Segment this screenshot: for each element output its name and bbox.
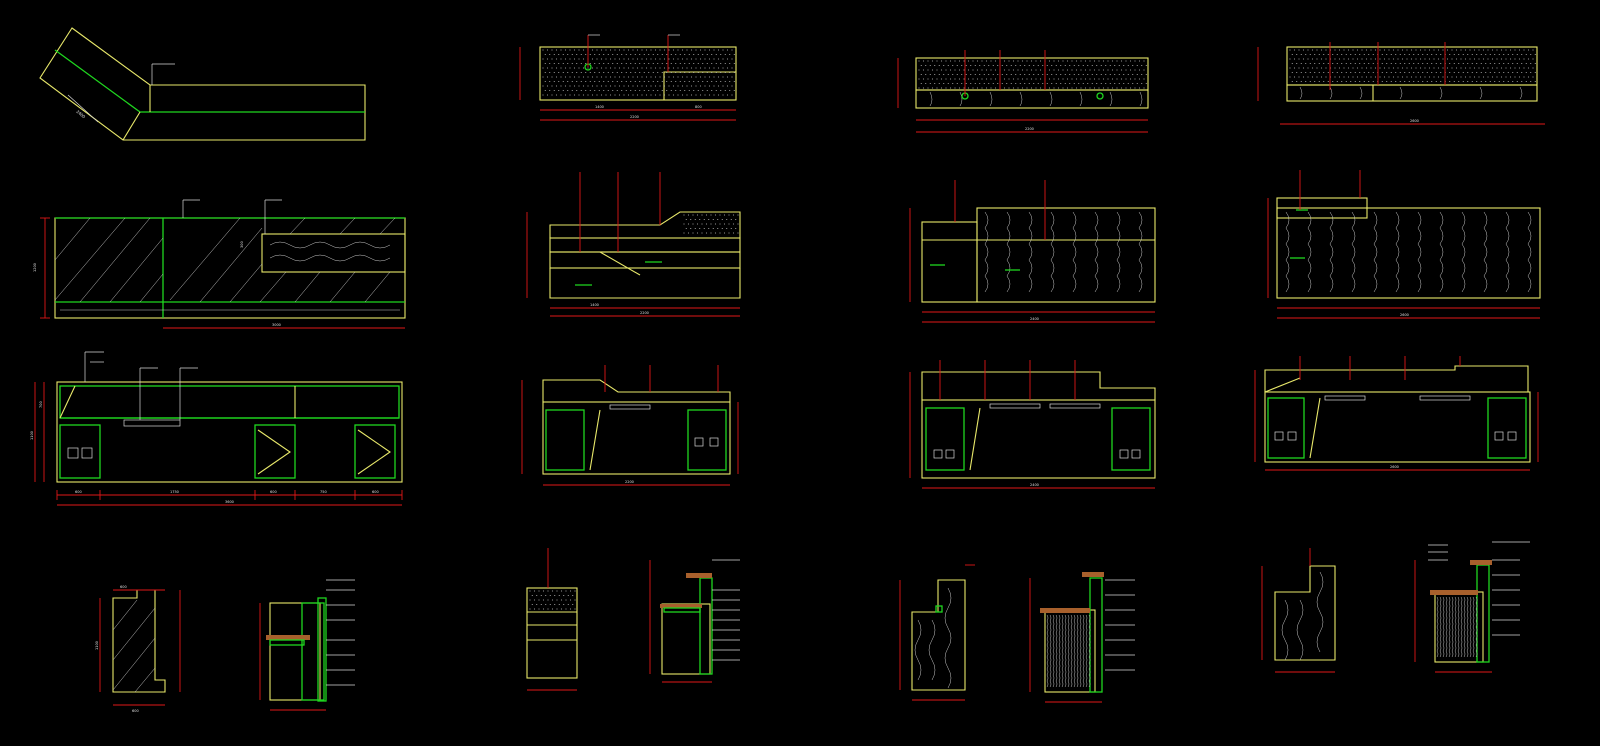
section-view-1a: 600 600 1100 [95, 585, 181, 713]
col2-mid-seg1: 1400 [590, 303, 599, 307]
plan-hatched-view: 3000 1200 300 [33, 199, 406, 329]
section1a-w: 600 [120, 585, 127, 589]
plan-angle-dim: 2400 [75, 109, 86, 120]
col2-mid-total: 2200 [640, 311, 649, 315]
top-elevation-3: 2200 [897, 50, 1149, 133]
col3-mid-total: 2400 [1030, 317, 1039, 321]
elev1-seg-1: 600 [75, 490, 82, 494]
section-view-1b [259, 579, 355, 711]
section1a-h: 1100 [95, 641, 99, 650]
front-elevation-4: 2600 [1254, 356, 1539, 471]
elev1-seg-5: 600 [372, 490, 379, 494]
section-view-3a [899, 564, 975, 701]
angled-plan-view: 2400 [39, 27, 366, 141]
elev1-left-1: 700 [39, 401, 43, 408]
section-view-2b [649, 559, 740, 683]
front-elevation-2: 2200 [521, 365, 739, 486]
elev1-seg-3: 600 [270, 490, 277, 494]
section-view-2a [526, 548, 578, 691]
elev1-seg-4: 750 [320, 490, 327, 494]
plan-height-dim: 1200 [33, 263, 37, 272]
elev1-left-2: 1100 [30, 431, 34, 440]
mid-elevation-4: 2600 [1267, 170, 1541, 319]
plan-width-dim: 3000 [272, 323, 281, 327]
section1a-base: 600 [132, 709, 139, 713]
col2-top-seg1: 1400 [595, 105, 604, 109]
col3-top-total: 2200 [1025, 127, 1034, 131]
top-elevation-4: 2600 [1257, 42, 1545, 125]
top-elevation-2: 1400 800 2200 [519, 34, 737, 121]
section-view-4b [1414, 541, 1530, 673]
elev1-total: 3600 [225, 500, 234, 504]
front-elevation-3: 2400 [909, 360, 1156, 489]
col4-front-total: 2600 [1390, 465, 1399, 469]
section-view-3b [1029, 572, 1135, 703]
col4-top-total: 2600 [1410, 119, 1419, 123]
section-view-4a [1261, 548, 1336, 673]
col2-top-total: 2200 [630, 115, 639, 119]
front-elevation-1: 600 1750 600 750 600 3600 700 1100 [30, 351, 403, 506]
col3-front-total: 2400 [1030, 483, 1039, 487]
col2-front-total: 2200 [625, 480, 634, 484]
col4-mid-total: 2600 [1400, 313, 1409, 317]
elev1-seg-2: 1750 [170, 490, 179, 494]
plan-side-dim: 300 [240, 241, 244, 248]
mid-elevation-2: 1400 2200 [526, 172, 741, 317]
col2-top-seg2: 800 [695, 105, 702, 109]
mid-elevation-3: 2400 [909, 180, 1156, 323]
